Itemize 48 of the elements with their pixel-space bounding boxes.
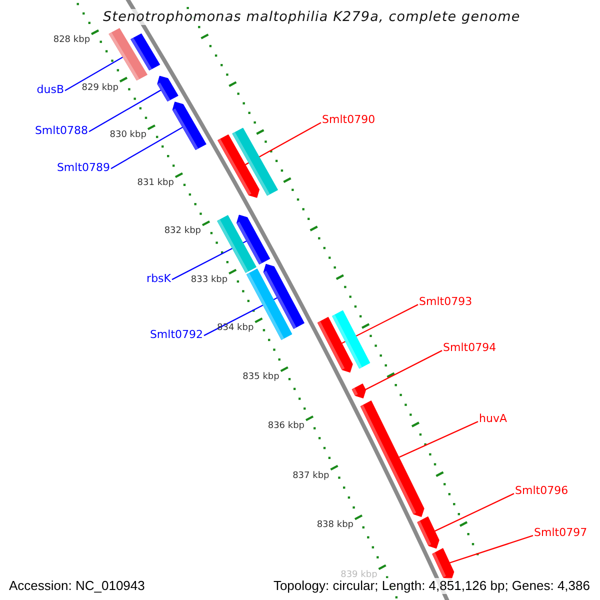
leader-line xyxy=(342,304,418,344)
gene-label: Smlt0797 xyxy=(534,526,588,540)
tick-label: 838 kbp xyxy=(316,520,354,532)
gene-feature xyxy=(172,102,206,150)
gene-feature xyxy=(157,76,178,102)
gene-label: Smlt0796 xyxy=(515,484,568,498)
tick-label: 837 kbp xyxy=(292,470,330,482)
tick-label: 834 kbp xyxy=(217,323,254,334)
leader-line xyxy=(64,56,124,92)
tick-label: 828 kbp xyxy=(53,35,90,46)
gene-label: dusB xyxy=(36,83,64,96)
leader-line xyxy=(450,535,534,564)
leader-line xyxy=(110,126,183,170)
gene-label: rbsK xyxy=(146,272,171,286)
gene-label: Smlt0794 xyxy=(443,341,496,354)
gene-feature xyxy=(360,400,424,517)
gene-feature xyxy=(263,264,304,329)
leader-line xyxy=(245,122,322,166)
tick-label: 831 kbp xyxy=(137,178,174,189)
leader-line xyxy=(399,421,478,458)
gene-label: Smlt0788 xyxy=(34,124,88,138)
gene-feature xyxy=(432,548,454,580)
tick-label: 832 kbp xyxy=(164,226,202,238)
leader-line xyxy=(434,493,514,532)
gene-feature xyxy=(217,215,256,273)
gene-label: huvA xyxy=(479,412,507,426)
gene-feature xyxy=(317,316,353,373)
gene-label: Smlt0792 xyxy=(150,328,203,342)
tick-label: 836 kbp xyxy=(268,421,305,432)
tick-label: 835 kbp xyxy=(242,372,280,383)
tick-label: 830 kbp xyxy=(110,130,146,142)
gene-feature xyxy=(130,33,160,70)
gene-feature xyxy=(232,128,278,196)
gene-feature xyxy=(332,310,370,369)
accession-text: Accession: NC_010943 xyxy=(7,578,147,594)
leader-line xyxy=(88,90,162,132)
gene-feature xyxy=(218,134,260,198)
leader-line xyxy=(365,350,442,390)
gene-label: Smlt0790 xyxy=(322,113,376,126)
gene-label: Smlt0789 xyxy=(56,161,110,174)
gene-feature xyxy=(236,214,270,265)
gene-feature xyxy=(352,384,366,398)
gene-feature xyxy=(417,516,440,549)
tick-label: 839 kbp xyxy=(340,570,378,580)
tick-label: 829 kbp xyxy=(82,82,118,94)
gene-feature xyxy=(108,28,148,81)
gene-label: Smlt0793 xyxy=(419,295,472,308)
tick-label: 833 kbp xyxy=(190,274,228,286)
